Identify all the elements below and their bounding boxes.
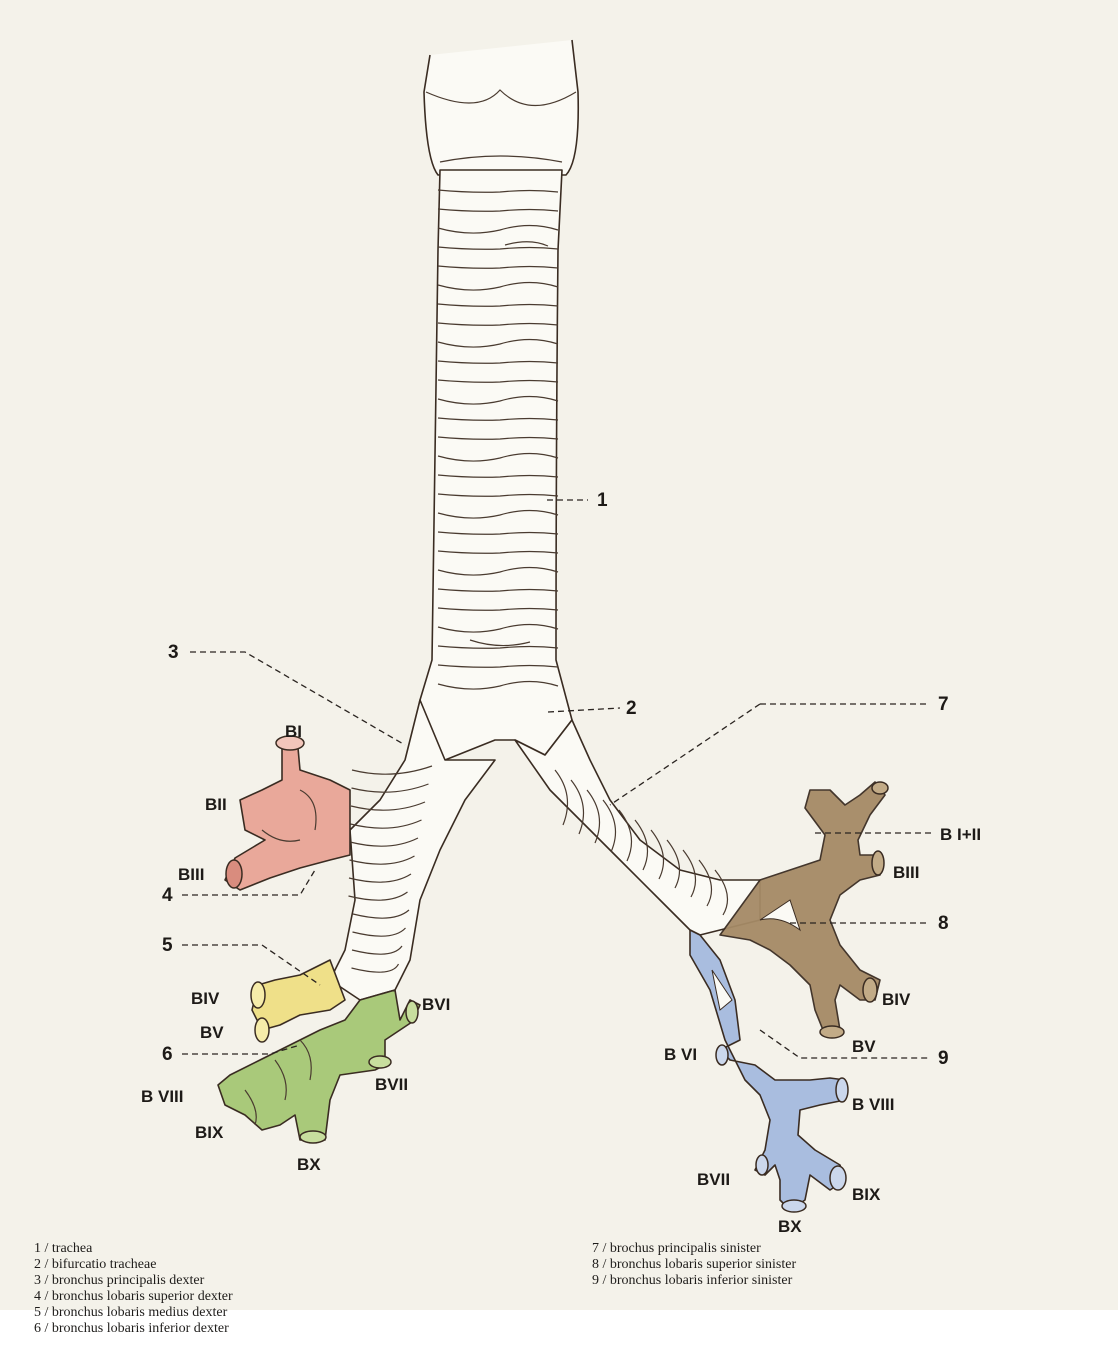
segment-label-left-b10: BX (778, 1217, 802, 1236)
segment-label-left-b6: B VI (664, 1045, 697, 1064)
segment-label-right-b4: BIV (191, 989, 220, 1008)
callout-7: 7 (938, 694, 949, 715)
legend-item: 6 / bronchus lobaris inferior dexter (34, 1321, 233, 1337)
bronchial-tree-diagram: 1 2 3 4 5 6 7 8 9 BI BII BIII BIV BV BVI… (0, 0, 1118, 1310)
segment-label-right-b7: BVII (375, 1075, 408, 1094)
segment-label-right-b6: BVI (422, 995, 450, 1014)
legend-left: 1 / trachea 2 / bifurcatio tracheae 3 / … (34, 1241, 233, 1337)
larynx (424, 40, 578, 175)
segment-label-left-b5: BV (852, 1037, 876, 1056)
segment-label-left-b1-2: B I+II (940, 825, 981, 844)
legend-item: 8 / bronchus lobaris superior sinister (592, 1257, 796, 1273)
legend-item: 9 / bronchus lobaris inferior sinister (592, 1273, 796, 1289)
left-main-bronchus (515, 720, 760, 935)
callout-8: 8 (938, 913, 949, 934)
left-superior-lobar-bronchus (720, 782, 888, 1038)
segment-label-right-b5: BV (200, 1023, 224, 1042)
legend-item: 1 / trachea (34, 1241, 233, 1257)
callout-3: 3 (168, 642, 179, 663)
legend-right: 7 / brochus principalis sinister 8 / bro… (592, 1241, 796, 1289)
callout-1: 1 (597, 490, 608, 511)
segment-label-right-b1: BI (285, 722, 302, 741)
segment-label-right-b10: BX (297, 1155, 321, 1174)
callout-9: 9 (938, 1048, 949, 1069)
segment-label-left-b9: BIX (852, 1185, 881, 1204)
callout-6: 6 (162, 1044, 173, 1065)
legend-item: 2 / bifurcatio tracheae (34, 1257, 233, 1273)
segment-label-right-b8: B VIII (141, 1087, 184, 1106)
trachea (408, 170, 572, 770)
legend-item: 5 / bronchus lobaris medius dexter (34, 1305, 233, 1321)
segment-label-right-b9: BIX (195, 1123, 224, 1142)
legend-item: 3 / bronchus principalis dexter (34, 1273, 233, 1289)
right-superior-lobar-bronchus (225, 736, 350, 890)
segment-label-left-b3: BIII (893, 863, 919, 882)
legend-item: 7 / brochus principalis sinister (592, 1241, 796, 1257)
segment-label-right-b3: BIII (178, 865, 204, 884)
right-inferior-lobar-bronchus (218, 990, 420, 1143)
segment-label-left-b4: BIV (882, 990, 911, 1009)
segment-label-right-b2: BII (205, 795, 227, 814)
legend-item: 4 / bronchus lobaris superior dexter (34, 1289, 233, 1305)
callout-5: 5 (162, 935, 173, 956)
callout-2: 2 (626, 698, 637, 719)
segment-label-left-b8: B VIII (852, 1095, 895, 1114)
callout-4: 4 (162, 885, 173, 906)
segment-label-left-b7: BVII (697, 1170, 730, 1189)
